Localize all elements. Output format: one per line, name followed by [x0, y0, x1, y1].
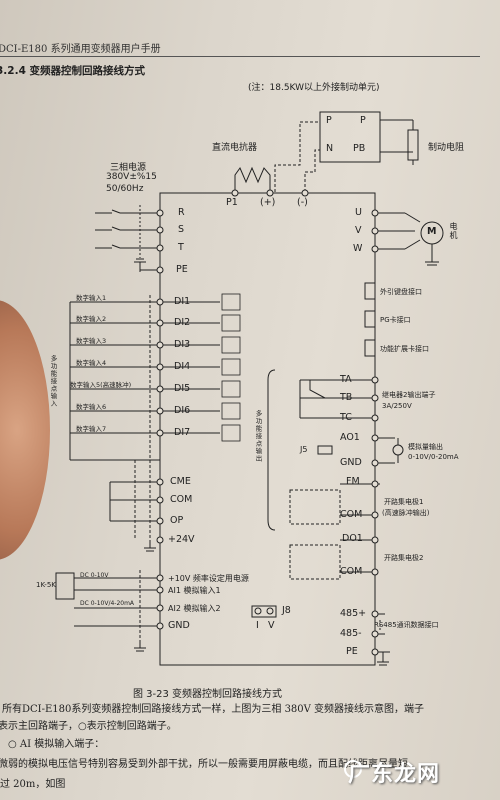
term-di5: DI5 — [174, 383, 191, 394]
term-v: V — [355, 225, 362, 236]
dc-range-1: DC 0-10V — [80, 572, 109, 579]
pot-label: 1K-5K — [36, 581, 56, 589]
digital-input-7: 数字输入7 — [76, 425, 107, 433]
term-tc: TC — [340, 412, 352, 423]
body-line-1: 所有DCI-E180系列变频器控制回路接线方式一样，上图为三相 380V 变频器… — [2, 704, 425, 715]
term-fm: FM — [346, 476, 360, 487]
dc-range-2: DC 0-10V/4-20mA — [80, 600, 135, 607]
term-pe: PE — [176, 264, 188, 275]
relay-rating: 3A/250V — [382, 402, 412, 410]
oc1-desc: 开路集电极1 — [384, 498, 424, 506]
term-ta: TA — [340, 374, 352, 385]
term-com: COM — [170, 494, 193, 505]
digital-input-1: 数字输入1 — [76, 294, 107, 302]
header-rule — [0, 56, 480, 57]
pg-card-port: PG卡接口 — [380, 316, 411, 324]
term-485-minus: 485- — [340, 628, 362, 639]
term-ai2: AI2 模拟输入2 — [168, 604, 221, 613]
j8-option-i: I — [256, 620, 259, 631]
oc1-subdesc: (高速脉冲输出) — [382, 509, 430, 517]
manual-header: DCI-E180 系列通用变频器用户手册 — [0, 44, 161, 55]
ao-desc: 模拟量输出 — [408, 443, 443, 451]
brake-term-p2: P — [360, 115, 366, 126]
digital-input-6: 数字输入6 — [76, 403, 107, 411]
body-line-2: 表示主回路端子，○表示控制回路端子。 — [0, 721, 177, 732]
term-di4: DI4 — [174, 361, 191, 372]
term-com-fm: COM — [340, 509, 363, 520]
jumper-j8: J8 — [282, 605, 291, 616]
term-cme: CME — [170, 476, 191, 487]
body-line-5: 过 20m，如图 — [0, 779, 66, 790]
brake-term-p1: P — [326, 115, 332, 126]
term-t: T — [178, 242, 184, 253]
term-485-plus: 485+ — [340, 608, 367, 619]
relay-desc: 继电器2输出端子 — [382, 391, 436, 399]
expansion-card-port: 功能扩展卡接口 — [380, 345, 429, 353]
term-di7: DI7 — [174, 427, 191, 438]
dc-term-p1: P1 — [226, 197, 238, 208]
term-ao1: AO1 — [340, 432, 360, 443]
brake-term-n: N — [326, 143, 334, 154]
body-line-4: 微弱的模拟电压信号特别容易受到外部干扰，所以一般需要用屏蔽电缆，而且配线距离尽量… — [0, 759, 418, 770]
term-r: R — [178, 207, 185, 218]
ao-range: 0-10V/0-20mA — [408, 453, 459, 461]
power-supply-label: 三相电源 — [110, 163, 147, 173]
term-di3: DI3 — [174, 339, 191, 350]
term-w: W — [353, 243, 363, 254]
watermark-text: 广东龙网 — [348, 762, 441, 787]
term-di6: DI6 — [174, 405, 191, 416]
motor-label: 电机 — [449, 222, 458, 240]
brake-term-pb: PB — [353, 143, 366, 154]
term-pe-right: PE — [346, 646, 358, 657]
note-text: (注：18.5KW以上外接制动单元) — [248, 83, 380, 93]
watermark-logo-icon — [344, 760, 362, 778]
dc-term-plus: (+) — [260, 197, 276, 208]
digital-input-2: 数字输入2 — [76, 315, 107, 323]
multi-input-label: 多功能接点输入 — [49, 355, 57, 408]
term-s: S — [178, 224, 185, 235]
term-plus10v: +10V 频率设定用电源 — [168, 574, 249, 583]
digital-input-4: 数字输入4 — [76, 359, 107, 367]
term-di1: DI1 — [174, 296, 191, 307]
rs485-desc: RS485通讯数据接口 — [374, 621, 439, 629]
jumper-j5: J5 — [300, 445, 308, 454]
term-u: U — [355, 207, 362, 218]
term-gnd-ao: GND — [340, 457, 362, 468]
dc-reactor-label: 直流电抗器 — [212, 143, 258, 153]
digital-input-3: 数字输入3 — [76, 337, 107, 345]
brake-resistor-label: 制动电阻 — [428, 143, 465, 153]
term-ai1: AI1 模拟输入1 — [168, 586, 221, 595]
term-com-do1: COM — [340, 566, 363, 577]
oc2-desc: 开路集电极2 — [384, 554, 424, 562]
digital-input-5: 数字输入5(高速脉冲) — [70, 381, 132, 389]
j8-option-v: V — [268, 620, 275, 631]
power-supply-freq: 50/60Hz — [106, 184, 144, 194]
term-op: OP — [170, 515, 184, 526]
multi-output-label: 多功能接点输出 — [254, 410, 262, 463]
power-supply-voltage: 380V±%15 — [106, 172, 157, 182]
section-title: 3.2.4 变频器控制回路接线方式 — [0, 65, 146, 77]
dc-term-minus: (-) — [297, 197, 308, 208]
figure-caption: 图 3-23 变频器控制回路接线方式 — [133, 689, 283, 700]
body-line-3: ○ AI 模拟输入端子： — [8, 739, 105, 750]
term-24v: +24V — [168, 534, 195, 545]
term-tb: TB — [340, 392, 353, 403]
motor-symbol: M — [427, 226, 437, 237]
term-do1: DO1 — [342, 533, 363, 544]
term-di2: DI2 — [174, 317, 191, 328]
term-gnd: GND — [168, 620, 190, 631]
ext-keyboard-port: 外引键盘接口 — [380, 288, 422, 296]
